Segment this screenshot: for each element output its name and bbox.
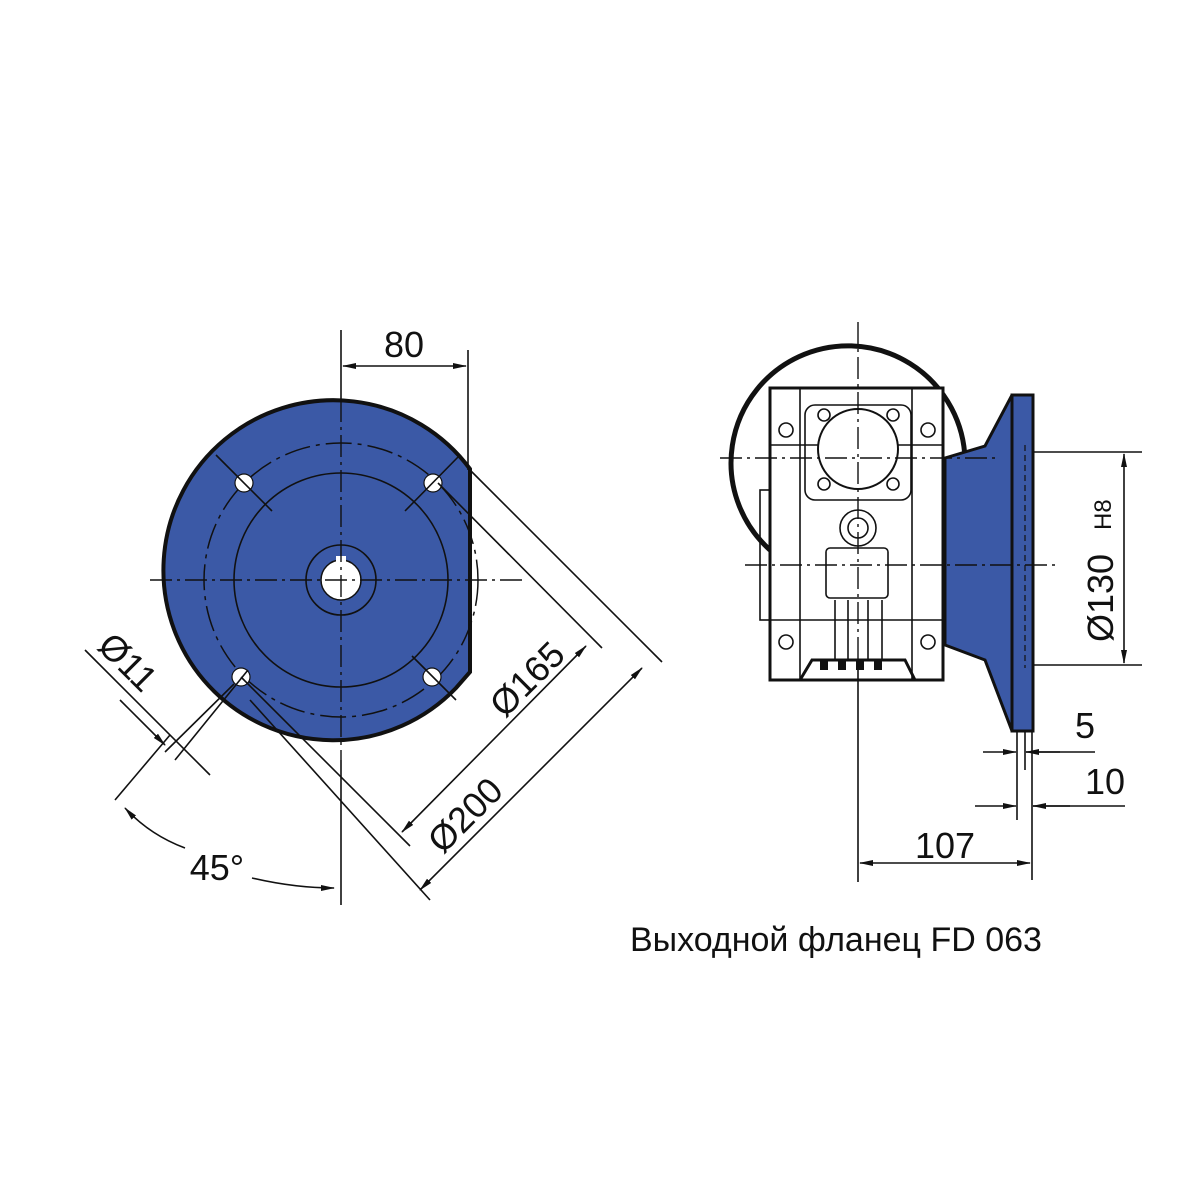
dim-length-label: 107 [915,825,975,866]
input-bolt-hole-icon [886,408,900,422]
dim-angle-label: 45° [190,847,244,888]
mount-hole-icon [920,634,936,650]
dimension-arrow [119,699,166,746]
dim-spigot-label: 5 [1075,705,1095,746]
dim-bolt-circle-label: Ø165 [481,633,572,724]
mount-hole-icon [920,422,936,438]
extension-line [469,469,663,663]
fin-tooth [838,660,846,670]
dim-thickness-label: 10 [1085,761,1125,802]
dim-outer-label: Ø200 [419,769,510,860]
input-bolt-hole-icon [886,477,900,491]
extension-line [437,482,603,649]
dim-pilot-label: Ø130 [1080,554,1121,642]
fin-tooth [874,660,882,670]
extension-line [114,734,171,801]
hole-center-mark [215,454,273,512]
side-view: Ø130 H8 5 10 107 [720,322,1142,882]
dimension-line-hole [84,649,211,776]
extension-line [164,683,235,753]
nameplate [825,547,889,599]
dimension-line-outer [419,667,643,891]
fin-tooth [856,660,864,670]
cooling-fins [798,600,917,681]
drawing-caption: Выходной фланец FD 063 [630,921,1042,959]
input-bolt-hole-icon [817,477,831,491]
extension-line [240,676,411,847]
mount-hole-icon [778,634,794,650]
dim-width-label: 80 [384,324,424,365]
extension-line [174,669,249,761]
angle-arc [251,877,335,891]
dim-hole-label: Ø11 [90,624,165,699]
input-bolt-hole-icon [817,408,831,422]
output-flange-plate [1010,393,1035,733]
hole-center-mark [404,454,461,512]
fin-tooth [820,660,828,670]
input-flange-boss [804,404,912,501]
angle-arc [124,807,186,849]
dim-pilot-tolerance: H8 [1090,499,1117,530]
front-view: 80 Ø165 Ø200 Ø11 45° [84,324,663,905]
housing-side-plate [759,489,771,621]
extension-line [249,699,431,901]
mount-hole-icon [778,422,794,438]
